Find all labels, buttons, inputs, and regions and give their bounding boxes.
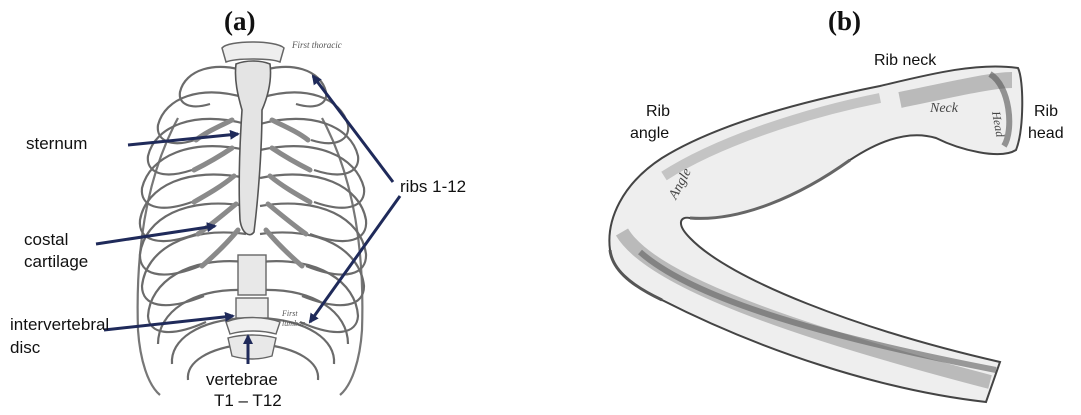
label-costal-line1: costal: [24, 229, 68, 250]
single-rib-illustration: [609, 66, 1022, 402]
label-rib-head-line2: head: [1028, 123, 1064, 144]
label-ribs: ribs 1-12: [400, 176, 466, 197]
label-rib-angle-line1: Rib: [646, 101, 670, 122]
label-rib-head-line1: Rib: [1034, 101, 1058, 122]
manubrium-top: [222, 42, 284, 62]
label-rib-neck: Rib neck: [874, 50, 936, 71]
engraving-first-lumbar-1: First: [281, 309, 298, 318]
vertebra-mid: [236, 298, 268, 318]
label-vertebrae-line2: T1 – T12: [214, 390, 282, 411]
intervertebral-disc-shape: [226, 318, 280, 335]
label-intervertebral-line2: disc: [10, 337, 40, 358]
label-sternum: sternum: [26, 133, 87, 154]
engraving-neck: Neck: [929, 101, 959, 116]
label-vertebrae-line1: vertebrae: [206, 369, 278, 390]
label-rib-angle-line2: angle: [630, 123, 669, 144]
label-costal-line2: cartilage: [24, 251, 88, 272]
vertebra-upper: [238, 255, 266, 295]
label-intervertebral-line1: intervertebral: [10, 314, 109, 335]
vertebra-lower: [228, 335, 276, 359]
engraving-first-thoracic: First thoracic: [291, 40, 342, 50]
engraving-first-lumbar-2: lumbar: [282, 319, 306, 328]
